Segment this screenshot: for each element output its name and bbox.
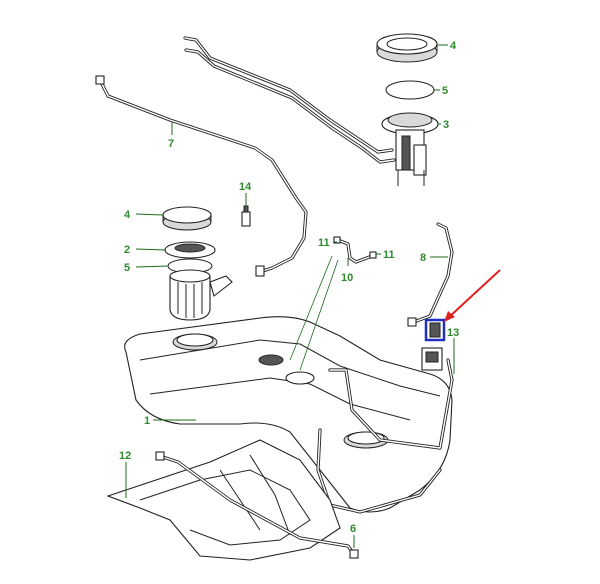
highlight-arrow-shaft — [447, 269, 501, 319]
fuel-tank-1 — [124, 316, 454, 514]
seal-top — [385, 80, 435, 100]
leader-lines — [125, 44, 455, 548]
callout-12: 12 — [119, 450, 131, 462]
callout-6: 6 — [350, 523, 356, 535]
leader-4b — [135, 213, 164, 216]
leader-10-to-tank-b — [299, 259, 339, 371]
leader-5b — [135, 265, 169, 268]
callout-2: 2 — [124, 244, 130, 256]
callout-1: 1 — [144, 415, 150, 427]
callout-14: 14 — [239, 181, 252, 193]
callout-11-left: 11 — [318, 237, 330, 249]
callout-8: 8 — [420, 252, 426, 264]
callout-5-top: 5 — [442, 85, 448, 97]
callout-11-right: 11 — [383, 249, 395, 261]
line-art — [95, 33, 454, 561]
callout-4-mid: 4 — [124, 209, 131, 221]
hose-8 — [407, 222, 454, 327]
connector-13 — [421, 322, 443, 371]
highlight-marker — [424, 269, 501, 342]
vent-pipe-top — [183, 36, 396, 164]
leader-10-to-tank-a — [289, 255, 333, 361]
hose-10 — [333, 236, 377, 264]
fuel-pipe-7 — [95, 75, 308, 277]
leader-2 — [135, 248, 166, 251]
heat-shield-12 — [106, 439, 341, 561]
pump-module-3 — [381, 112, 439, 186]
highlight-box — [424, 318, 446, 342]
brake-pipe-6 — [155, 451, 359, 559]
callout-4-top: 4 — [450, 40, 457, 52]
callout-7: 7 — [168, 138, 174, 150]
pump-canister — [169, 269, 233, 321]
locking-ring-mid — [162, 206, 212, 231]
locking-ring-top — [376, 33, 438, 63]
callout-13: 13 — [447, 327, 459, 339]
flange-2 — [164, 241, 216, 259]
valve-14 — [241, 205, 251, 227]
callout-10: 10 — [341, 272, 353, 284]
callout-3: 3 — [443, 119, 449, 131]
callout-5-mid: 5 — [124, 262, 130, 274]
callout-labels: 4 5 3 7 14 4 2 5 11 11 10 8 13 1 12 6 — [119, 40, 459, 535]
highlight-arrow-head — [444, 311, 455, 322]
